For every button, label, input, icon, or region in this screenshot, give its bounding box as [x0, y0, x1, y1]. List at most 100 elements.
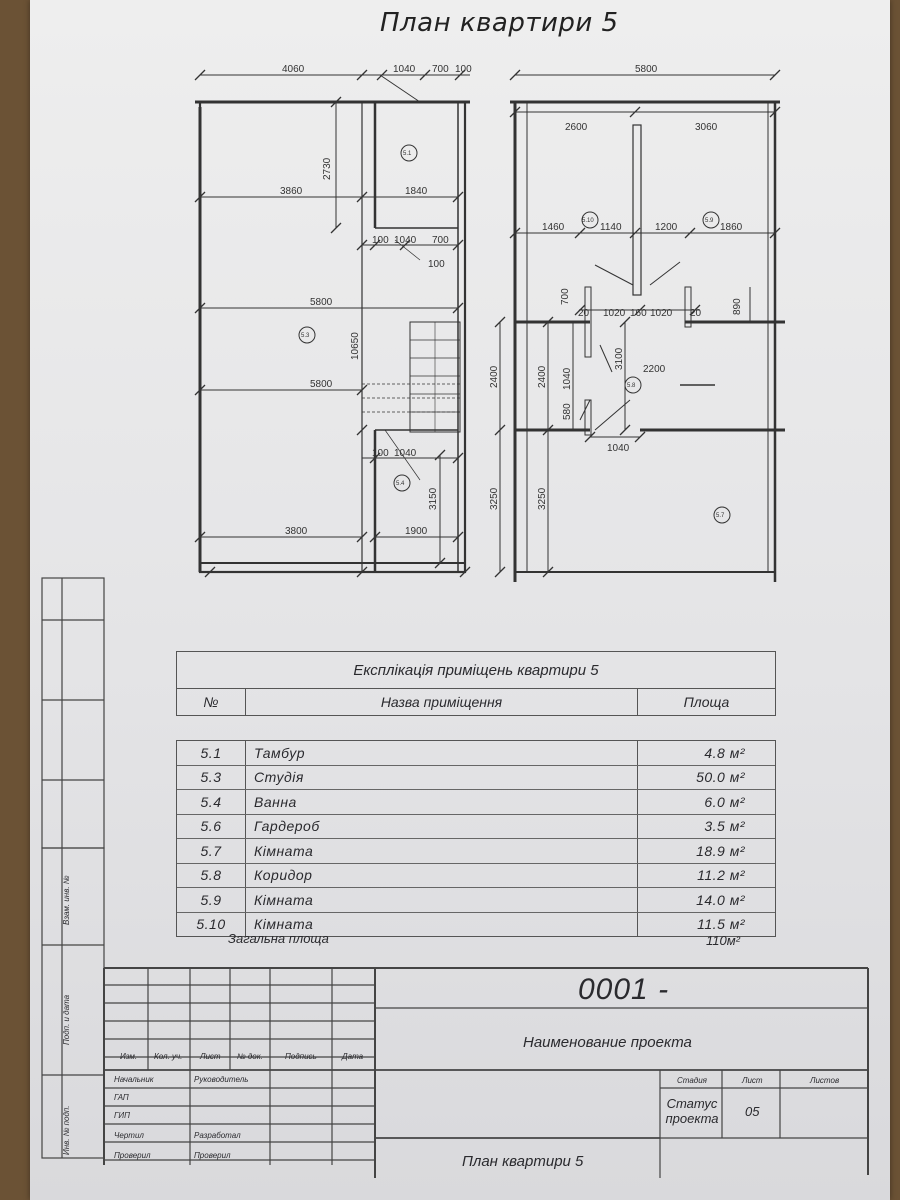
row-name: Коридор [246, 863, 638, 887]
row-name: Кімната [246, 839, 638, 863]
dim-5800a: 5800 [310, 297, 333, 308]
page-title: План квартири 5 [380, 8, 619, 38]
sheet-number: 05 [745, 1104, 760, 1119]
project-code: 0001 - [578, 973, 670, 1006]
row-area: 11.5 м² [697, 916, 745, 933]
dim-1840: 1840 [405, 186, 428, 197]
dim-700: 700 [432, 64, 449, 75]
dim-2730: 2730 [322, 157, 333, 180]
row-number: 5.1 [177, 741, 246, 765]
project-status: Статус проекта [665, 1096, 719, 1126]
dim-5800b: 5800 [310, 379, 333, 390]
row-area: 11.2 м² [697, 867, 745, 884]
name-checked: Проверил [194, 1151, 231, 1160]
floor-plan: 4060 1040 700 100 2730 3860 1840 100 104… [194, 64, 785, 582]
total-area-label: Загальна площа [228, 931, 329, 946]
dim-580: 580 [562, 403, 573, 420]
role-chief: Начальник [114, 1075, 154, 1084]
col-number: № [177, 689, 246, 715]
row-name: Ванна [246, 790, 638, 814]
dim-100: 100 [455, 64, 472, 75]
stamp-col-kol: Кол. уч. [154, 1052, 183, 1061]
dim-160: 160 [630, 308, 647, 319]
dim-3250a: 3250 [489, 487, 500, 510]
row-number: 5.10 [177, 912, 246, 936]
drawing-sheet [30, 0, 890, 1200]
dim-1040-r: 1040 [562, 367, 573, 390]
row-number: 5.3 [177, 765, 246, 789]
role-checked: Проверил [114, 1151, 151, 1160]
dim-20b: 20 [690, 308, 702, 319]
dim-1200: 1200 [655, 222, 678, 233]
explication-title: Експлікація приміщень квартири 5 [176, 651, 776, 689]
dim-1860: 1860 [720, 222, 743, 233]
total-area-value: 110м² [706, 933, 740, 948]
dim-1140: 1140 [600, 222, 622, 233]
dim-700a: 700 [432, 235, 449, 246]
row-number: 5.6 [177, 814, 246, 838]
stage-label: Стадия [677, 1076, 707, 1085]
row-area: 3.5 м² [704, 818, 745, 835]
stamp-col-sign: Подпись [285, 1052, 317, 1061]
dim-1020b: 1020 [650, 308, 673, 319]
dim-100a: 100 [372, 235, 389, 246]
row-area: 50.0 м² [696, 769, 745, 786]
stamp-col-doc: № док. [237, 1052, 263, 1061]
sheet-title: План квартири 5 [462, 1153, 584, 1170]
row-area: 4.8 м² [704, 744, 745, 761]
dim-890: 890 [732, 298, 743, 315]
row-number: 5.7 [177, 839, 246, 863]
side-label-sign-date: Подп. и дата [62, 994, 71, 1045]
col-room-name: Назва приміщення [246, 689, 638, 715]
dim-2400b: 2400 [537, 365, 548, 388]
row-name: Кімната [246, 888, 638, 912]
row-name: Студія [246, 765, 638, 789]
role-drew: Чертил [114, 1131, 144, 1140]
row-number: 5.8 [177, 863, 246, 887]
dim-100b: 100 [428, 259, 445, 270]
dim-1020a: 1020 [603, 308, 626, 319]
explication-table: Експлікація приміщень квартири 5 № Назва… [176, 651, 776, 937]
dim-700-r: 700 [560, 288, 571, 305]
row-area: 6.0 м² [704, 793, 745, 810]
dim-100c: 100 [372, 448, 389, 459]
room-mark-5-8: 5.8 [627, 383, 636, 389]
dim-2400a: 2400 [489, 365, 500, 388]
row-name: Кімната [246, 912, 638, 936]
dim-2600: 2600 [565, 122, 588, 133]
sheets-label: Листов [810, 1076, 840, 1085]
room-mark-5-9: 5.9 [705, 218, 714, 224]
stamp-col-izm: Изм. [120, 1052, 138, 1061]
dim-5800-top: 5800 [635, 64, 658, 75]
row-name: Тамбур [246, 741, 638, 765]
row-name: Гардероб [246, 814, 638, 838]
project-name: Наименование проекта [523, 1034, 692, 1051]
explication-header-row: № Назва приміщення Площа [176, 689, 776, 716]
row-area: 14.0 м² [696, 891, 745, 908]
dim-1040b: 1040 [394, 448, 417, 459]
dim-1460: 1460 [542, 222, 565, 233]
room-mark-5-4: 5.4 [396, 481, 405, 487]
role-gap: ГАП [114, 1093, 129, 1102]
row-number: 5.9 [177, 888, 246, 912]
room-mark-5-10: 5.10 [582, 218, 594, 224]
sheet-label: Лист [742, 1076, 763, 1085]
row-number: 5.4 [177, 790, 246, 814]
name-developed: Разработал [194, 1131, 241, 1140]
dim-2200: 2200 [643, 364, 666, 375]
dim-3150: 3150 [428, 487, 439, 510]
dim-1040-r2: 1040 [607, 443, 630, 454]
name-head: Руководитель [194, 1075, 249, 1084]
dim-1900: 1900 [405, 526, 428, 537]
room-mark-5-7: 5.7 [716, 513, 725, 519]
col-area: Площа [683, 694, 730, 710]
dim-4060: 4060 [282, 64, 305, 75]
